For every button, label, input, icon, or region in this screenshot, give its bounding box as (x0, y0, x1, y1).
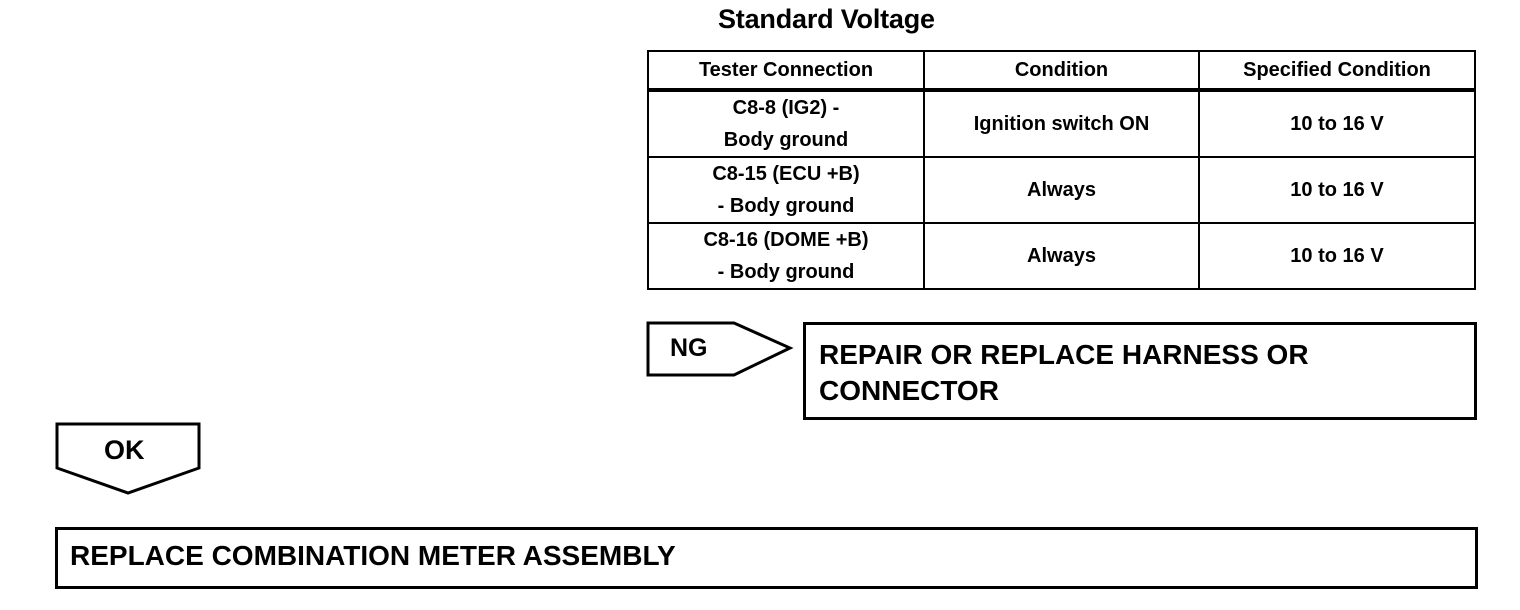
ng-label: NG (670, 334, 708, 362)
ng-action-line: REPAIR OR REPLACE HARNESS OR (819, 339, 1309, 370)
cell-specified-condition: 10 to 16 V (1198, 156, 1476, 224)
connection-line: C8-16 (DOME +B) (703, 229, 869, 251)
table-row: C8-8 (IG2) - Body ground Ignition switch… (647, 89, 1476, 158)
ok-label: OK (104, 435, 145, 465)
final-action-box: REPLACE COMBINATION METER ASSEMBLY (55, 527, 1478, 589)
connection-line: Body ground (723, 129, 849, 151)
ng-arrow-icon (646, 321, 794, 377)
cell-condition: Always (923, 222, 1200, 290)
header-tester-connection: Tester Connection (647, 50, 925, 91)
section-title: Standard Voltage (718, 4, 935, 34)
final-action-text: REPLACE COMBINATION METER ASSEMBLY (70, 540, 676, 571)
connection-line: C8-8 (IG2) - (732, 97, 840, 119)
standard-voltage-table: Tester Connection Condition Specified Co… (647, 50, 1476, 290)
ng-action-box: REPAIR OR REPLACE HARNESS OR CONNECTOR (803, 322, 1477, 420)
table-header-row: Tester Connection Condition Specified Co… (647, 50, 1476, 91)
ng-action-line: CONNECTOR (819, 375, 999, 406)
cell-tester-connection: C8-15 (ECU +B) - Body ground (647, 156, 925, 224)
cell-tester-connection: C8-8 (IG2) - Body ground (647, 89, 925, 158)
cell-specified-condition: 10 to 16 V (1198, 222, 1476, 290)
ok-arrow-icon (55, 422, 201, 495)
connection-line: - Body ground (717, 195, 855, 217)
connection-line: C8-15 (ECU +B) (712, 163, 860, 185)
ng-action-text: REPAIR OR REPLACE HARNESS OR CONNECTOR (819, 337, 1309, 409)
cell-tester-connection: C8-16 (DOME +B) - Body ground (647, 222, 925, 290)
cell-specified-condition: 10 to 16 V (1198, 89, 1476, 158)
cell-condition: Ignition switch ON (923, 89, 1200, 158)
cell-condition: Always (923, 156, 1200, 224)
table-row: C8-16 (DOME +B) - Body ground Always 10 … (647, 222, 1476, 290)
header-specified-condition: Specified Condition (1198, 50, 1476, 91)
connection-line: - Body ground (717, 261, 855, 283)
header-condition: Condition (923, 50, 1200, 91)
table-row: C8-15 (ECU +B) - Body ground Always 10 t… (647, 156, 1476, 224)
